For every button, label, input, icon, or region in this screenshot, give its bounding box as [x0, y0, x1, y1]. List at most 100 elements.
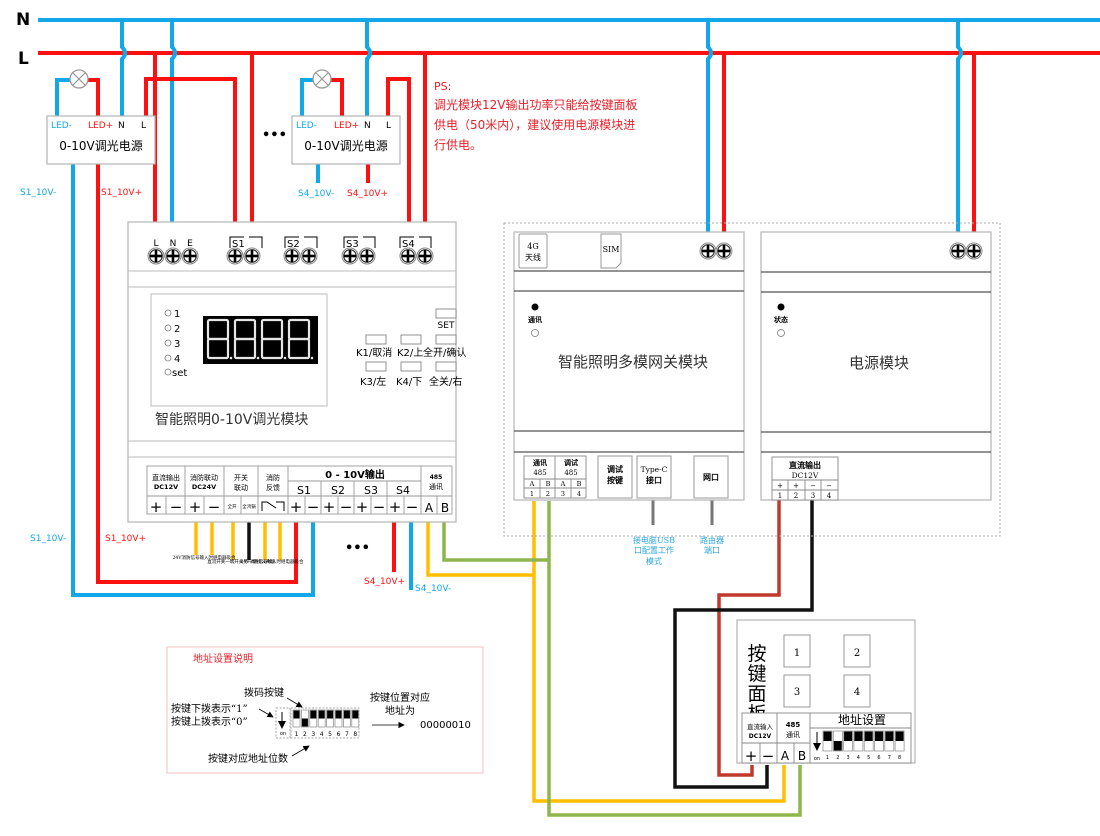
button-k1[interactable]: K1/取消: [356, 334, 392, 359]
dip-switch-3[interactable]: 3: [843, 730, 853, 761]
note-line: 行供电。: [434, 138, 482, 152]
pin-a: A: [425, 501, 434, 515]
pin-plus: +: [323, 498, 336, 516]
s4-10v-minus-label: S4_10V-: [415, 584, 451, 594]
dip-switch-2[interactable]: 2: [832, 730, 843, 761]
sim-slot: SIM: [600, 233, 622, 269]
dip-switch-5[interactable]: 5: [863, 730, 874, 761]
rs485-label: 485: [786, 721, 801, 729]
key-1[interactable]: 1: [783, 634, 811, 668]
screw-terminal-icon: [180, 246, 200, 266]
terminal-label-n: N: [170, 239, 177, 249]
power-module: 状态 电源模块 直流输出 DC12V + + − − 1 2 3 4: [760, 231, 992, 501]
pin-label: A: [560, 480, 566, 488]
dip-number: 6: [337, 731, 341, 738]
typec-note: 模式: [646, 556, 662, 566]
key-3[interactable]: 3: [783, 674, 811, 708]
button-all-off[interactable]: 全关/右: [429, 361, 462, 388]
output-label: DC12V: [792, 471, 819, 480]
fire-linkage-note: 24V消防信号输入时继电器吸合: [173, 554, 236, 561]
dip-number: 1: [826, 755, 829, 761]
pin-minus: −: [762, 747, 775, 765]
output-channel-s2: S2: [331, 484, 345, 497]
position-label: 按键位置对应: [370, 691, 430, 704]
typec-port[interactable]: Type-C 接口: [636, 455, 672, 499]
sim-label: SIM: [603, 245, 620, 254]
ellipsis: •••: [345, 541, 370, 556]
pin-b: B: [798, 749, 806, 763]
pin-label: −: [810, 482, 816, 490]
button-set[interactable]: SET: [435, 308, 457, 331]
driver-terminal-l: L: [141, 121, 146, 131]
screw-terminal-icon: [698, 241, 718, 261]
antenna-port: 4G 天线: [518, 233, 548, 269]
antenna-label: 天线: [525, 252, 541, 262]
button-all-on-label: 全开/确认: [423, 346, 466, 359]
driver-terminal-led-minus: LED-: [51, 121, 72, 131]
port-label: 调试: [564, 458, 578, 467]
dip-switch-8[interactable]: 8: [894, 730, 905, 761]
screw-terminal-icon: [714, 241, 734, 261]
output-label: 直流输出: [789, 460, 821, 470]
dc-output-terminal: 直流输出 DC12V + + − − 1 2 3 4: [771, 456, 839, 501]
seven-segment-display: [203, 316, 318, 364]
key-2[interactable]: 2: [843, 634, 871, 668]
pin-a: A: [781, 749, 790, 763]
pin-number: 3: [811, 492, 815, 500]
rails: N L: [16, 10, 1100, 69]
s4-10v-plus-label: S4_10V+: [347, 189, 388, 199]
digit-8: [233, 318, 260, 360]
button-k3[interactable]: K3/左: [360, 361, 387, 388]
dip-switch-4[interactable]: 4: [853, 730, 864, 761]
button-k4-label: K4/下: [396, 377, 422, 388]
dip-number: 7: [888, 755, 891, 761]
pin-plus: +: [150, 498, 163, 516]
key-panel-title-char: 面: [747, 683, 766, 705]
dip-switch-7[interactable]: 7: [884, 730, 895, 761]
rs485-label: 485: [430, 474, 443, 481]
note-line: 调光模块12V输出功率只能给按键面板: [434, 97, 637, 112]
pin-minus: −: [340, 498, 353, 516]
s1-10v-plus-label: S1_10V+: [105, 534, 146, 544]
driver-terminal-n: N: [118, 121, 125, 131]
dip-switch-5: 5: [326, 709, 334, 738]
ethernet-port[interactable]: 网口: [693, 455, 729, 499]
pin-label: −: [826, 482, 832, 490]
dip-switch-1[interactable]: 1: [822, 730, 833, 761]
relay-label: S4: [402, 239, 415, 250]
pin-number: 4: [577, 490, 581, 498]
debug-button-label: 按键: [607, 475, 623, 485]
s4-10v-plus-label: S4_10V+: [364, 577, 405, 587]
driver2-led-plus-wire: [330, 78, 344, 118]
button-k4[interactable]: K4/下: [396, 361, 422, 388]
address-value: 00000010: [420, 720, 471, 731]
indicator-4: 4: [174, 354, 180, 365]
dip-switch-6[interactable]: 6: [874, 730, 884, 761]
s1-10v-minus-label: S1_10V-: [30, 534, 66, 544]
dip-number: 8: [898, 755, 901, 761]
decimal-point: [283, 356, 287, 360]
relay-label: S2: [287, 239, 300, 250]
dip-number: 3: [847, 755, 850, 761]
pin-number: 3: [561, 490, 565, 498]
output-header: 0 - 10V输出: [325, 468, 385, 481]
group-label: DC24V: [192, 483, 216, 491]
key-panel-title-char: 键: [747, 663, 766, 685]
dip-number: 5: [328, 731, 332, 738]
dimmer-module: L N E S1 S2 S3 S4 1: [127, 221, 466, 523]
debug-button[interactable]: 调试 按键: [597, 455, 633, 499]
ethernet-note: 路由器: [700, 535, 724, 545]
key-4[interactable]: 4: [843, 674, 871, 708]
dip-label: 拨码按键: [244, 686, 284, 699]
screw-terminal-icon: [948, 241, 968, 261]
status-led-icon: [531, 303, 539, 311]
button-all-on[interactable]: 全开/确认: [423, 334, 466, 359]
s1-10v-minus-label: S1_10V-: [20, 188, 56, 198]
group-label: 消防联动: [190, 473, 218, 482]
driver1-led-plus-wire: [88, 78, 100, 118]
button-k2[interactable]: K2/上: [397, 334, 423, 359]
s1-relay-out-wire: [144, 77, 237, 222]
